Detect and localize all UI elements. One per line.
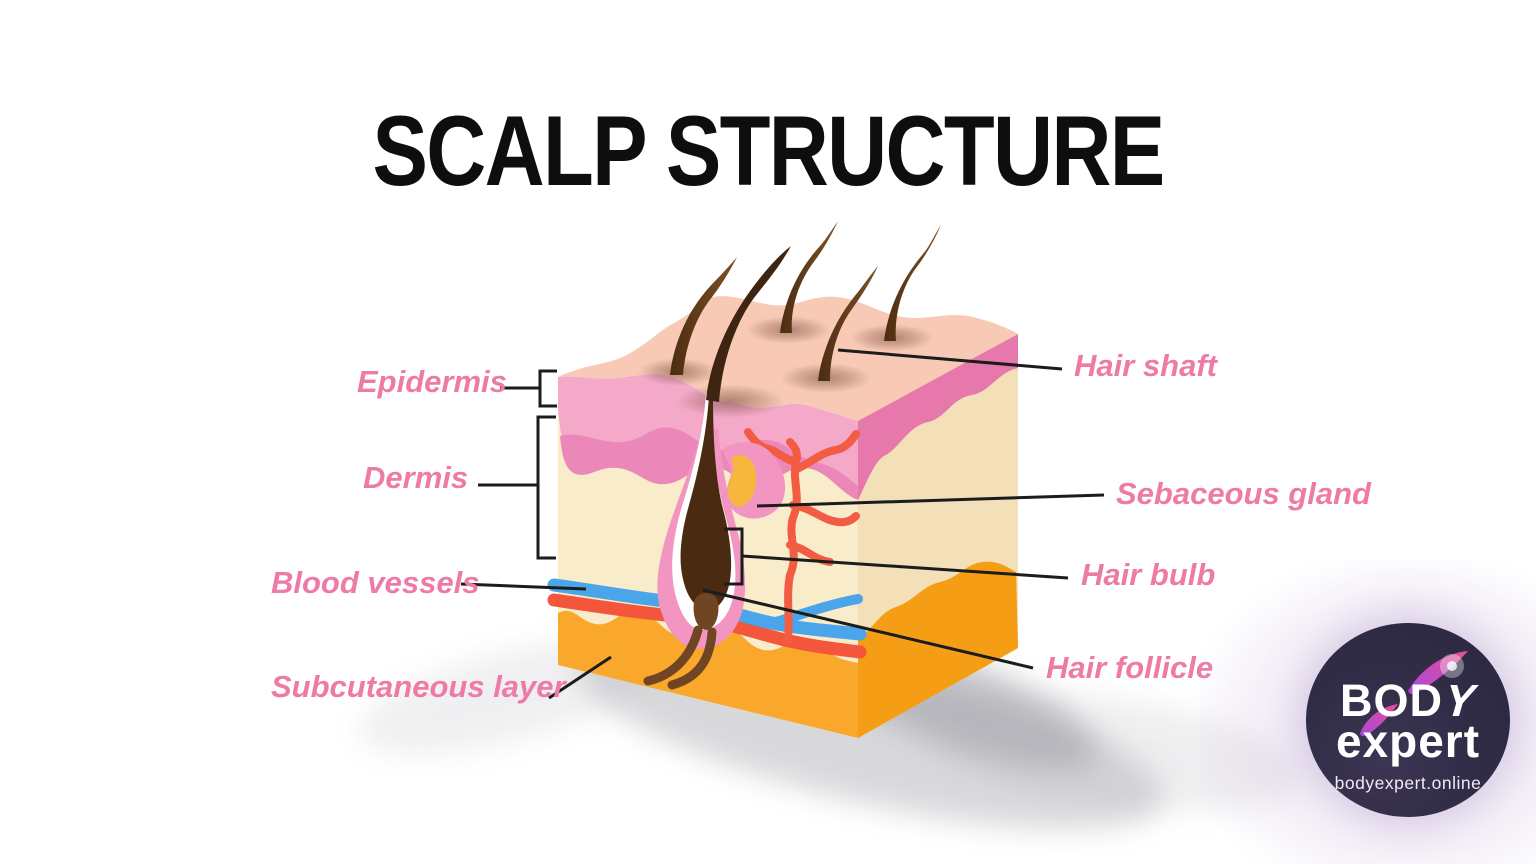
- epidermis-side: [858, 334, 1018, 500]
- hair-bulb-pointer: [724, 527, 1069, 586]
- sebaceous-gland: [722, 442, 786, 519]
- label-subcutaneous-layer: Subcutaneous layer: [271, 669, 566, 704]
- dermis-pointer: [478, 415, 556, 560]
- follicle-root-strands: [643, 625, 717, 690]
- label-dermis: Dermis: [363, 460, 469, 495]
- logo-website-url: bodyexpert.online: [1334, 773, 1482, 794]
- subcutaneous-layer-side: [858, 561, 1018, 738]
- epidermis-pointer: [500, 369, 557, 408]
- hair-follicle: [643, 246, 791, 690]
- main-hair-shaft: [706, 246, 791, 402]
- label-epidermis: Epidermis: [357, 364, 507, 399]
- subcutaneous-pointer: [548, 655, 612, 700]
- hair-root-and-bulb: [680, 395, 732, 608]
- label-hair-shaft: Hair shaft: [1074, 348, 1217, 383]
- label-hair-bulb: Hair bulb: [1081, 557, 1216, 592]
- leader-lines: [460, 348, 1105, 700]
- vein-blue-branch: [767, 594, 863, 628]
- label-blood-vessels: Blood vessels: [271, 565, 480, 600]
- hair-shaft-pointer: [837, 348, 1063, 371]
- logo-swoosh-icon: [1360, 651, 1468, 737]
- page-title: SCALP STRUCTURE: [372, 95, 1165, 206]
- sebaceous-pointer: [756, 493, 1105, 508]
- logo-brand-bod: BOD: [1339, 674, 1443, 726]
- logo-expert-text: expert: [1335, 715, 1481, 768]
- label-hair-follicle: Hair follicle: [1046, 650, 1214, 685]
- capillary-network: [744, 428, 860, 644]
- label-sebaceous-gland: Sebaceous gland: [1116, 476, 1371, 511]
- hairs: [670, 221, 941, 381]
- subcutaneous-layer-front: [558, 610, 858, 738]
- skin-block-top-face: [558, 221, 1018, 421]
- dermal-papilla: [693, 593, 719, 630]
- hair-follicle-pointer: [702, 588, 1034, 670]
- blood-vessels-pointer: [460, 582, 587, 591]
